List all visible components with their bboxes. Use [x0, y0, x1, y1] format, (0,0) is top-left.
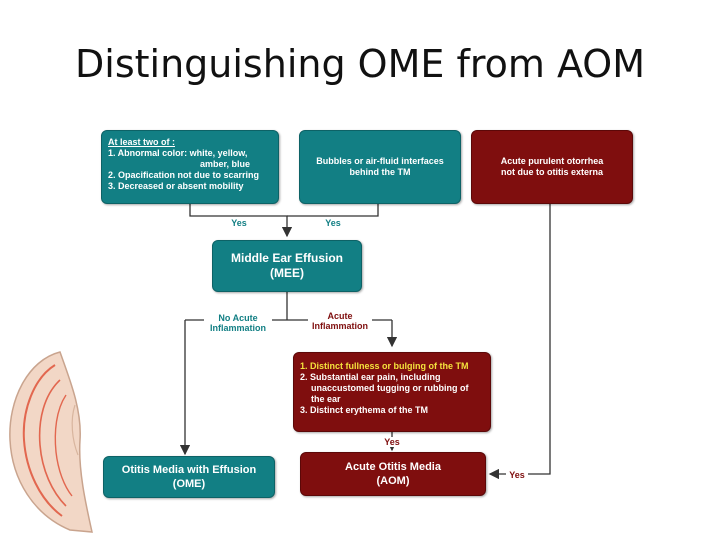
mee-line-1: Middle Ear Effusion — [230, 251, 343, 265]
aom-line-1: Acute Otitis Media — [345, 461, 441, 473]
aom-line-2: (AOM) — [376, 475, 410, 487]
no-acute-line-2: Inflammation — [209, 323, 266, 333]
criteria-abnormal-tm-box: At least two of : 1. Abnormal color: whi… — [101, 130, 279, 204]
sign-item-2-cont: unaccustomed tugging or rubbing of — [311, 383, 469, 393]
yes-label-otorrhea: Yes — [506, 470, 528, 480]
mee-box: Middle Ear Effusion (MEE) — [212, 240, 362, 292]
slide-title: Distinguishing OME from AOM — [75, 42, 645, 86]
ome-result-box: Otitis Media with Effusion (OME) — [103, 456, 275, 498]
criteria-heading: At least two of : — [108, 137, 175, 147]
acute-inflammation-label: Acute Inflammation — [308, 311, 372, 331]
criteria-item-1-cont: amber, blue — [200, 159, 251, 169]
acute-line-1: Acute — [327, 311, 353, 321]
aom-result-box: Acute Otitis Media (AOM) — [300, 452, 486, 496]
yes-label-right: Yes — [322, 218, 344, 228]
yes-label-bottom: Yes — [381, 437, 403, 447]
ome-line-1: Otitis Media with Effusion — [121, 464, 257, 476]
bubbles-line-2: behind the TM — [349, 167, 411, 177]
bubbles-line-1: Bubbles or air-fluid interfaces — [316, 156, 444, 166]
sign-item-1: 1. Distinct fullness or bulging of the T… — [300, 361, 469, 371]
acute-line-2: Inflammation — [311, 321, 368, 331]
otorrhea-line-1: Acute purulent otorrhea — [500, 156, 604, 166]
ome-line-2: (OME) — [172, 478, 206, 490]
sign-item-2: 2. Substantial ear pain, including — [300, 372, 441, 382]
otorrhea-box: Acute purulent otorrhea not due to otiti… — [471, 130, 633, 204]
inflammation-signs-box: 1. Distinct fullness or bulging of the T… — [293, 352, 491, 432]
otorrhea-line-2: not due to otitis externa — [500, 167, 603, 177]
criteria-item-1: 1. Abnormal color: white, yellow, — [108, 148, 248, 158]
ear-illustration — [9, 351, 93, 533]
bubbles-box: Bubbles or air-fluid interfaces behind t… — [299, 130, 461, 204]
no-acute-line-1: No Acute — [218, 313, 258, 323]
sign-item-3: 3. Distinct erythema of the TM — [300, 405, 429, 415]
yes-label-left: Yes — [228, 218, 250, 228]
no-acute-inflammation-label: No Acute Inflammation — [204, 313, 272, 333]
mee-line-2: (MEE) — [270, 266, 304, 280]
criteria-item-3: 3. Decreased or absent mobility — [108, 181, 244, 191]
criteria-item-2: 2. Opacification not due to scarring — [108, 170, 260, 180]
sign-item-2-cont2: the ear — [311, 394, 341, 404]
